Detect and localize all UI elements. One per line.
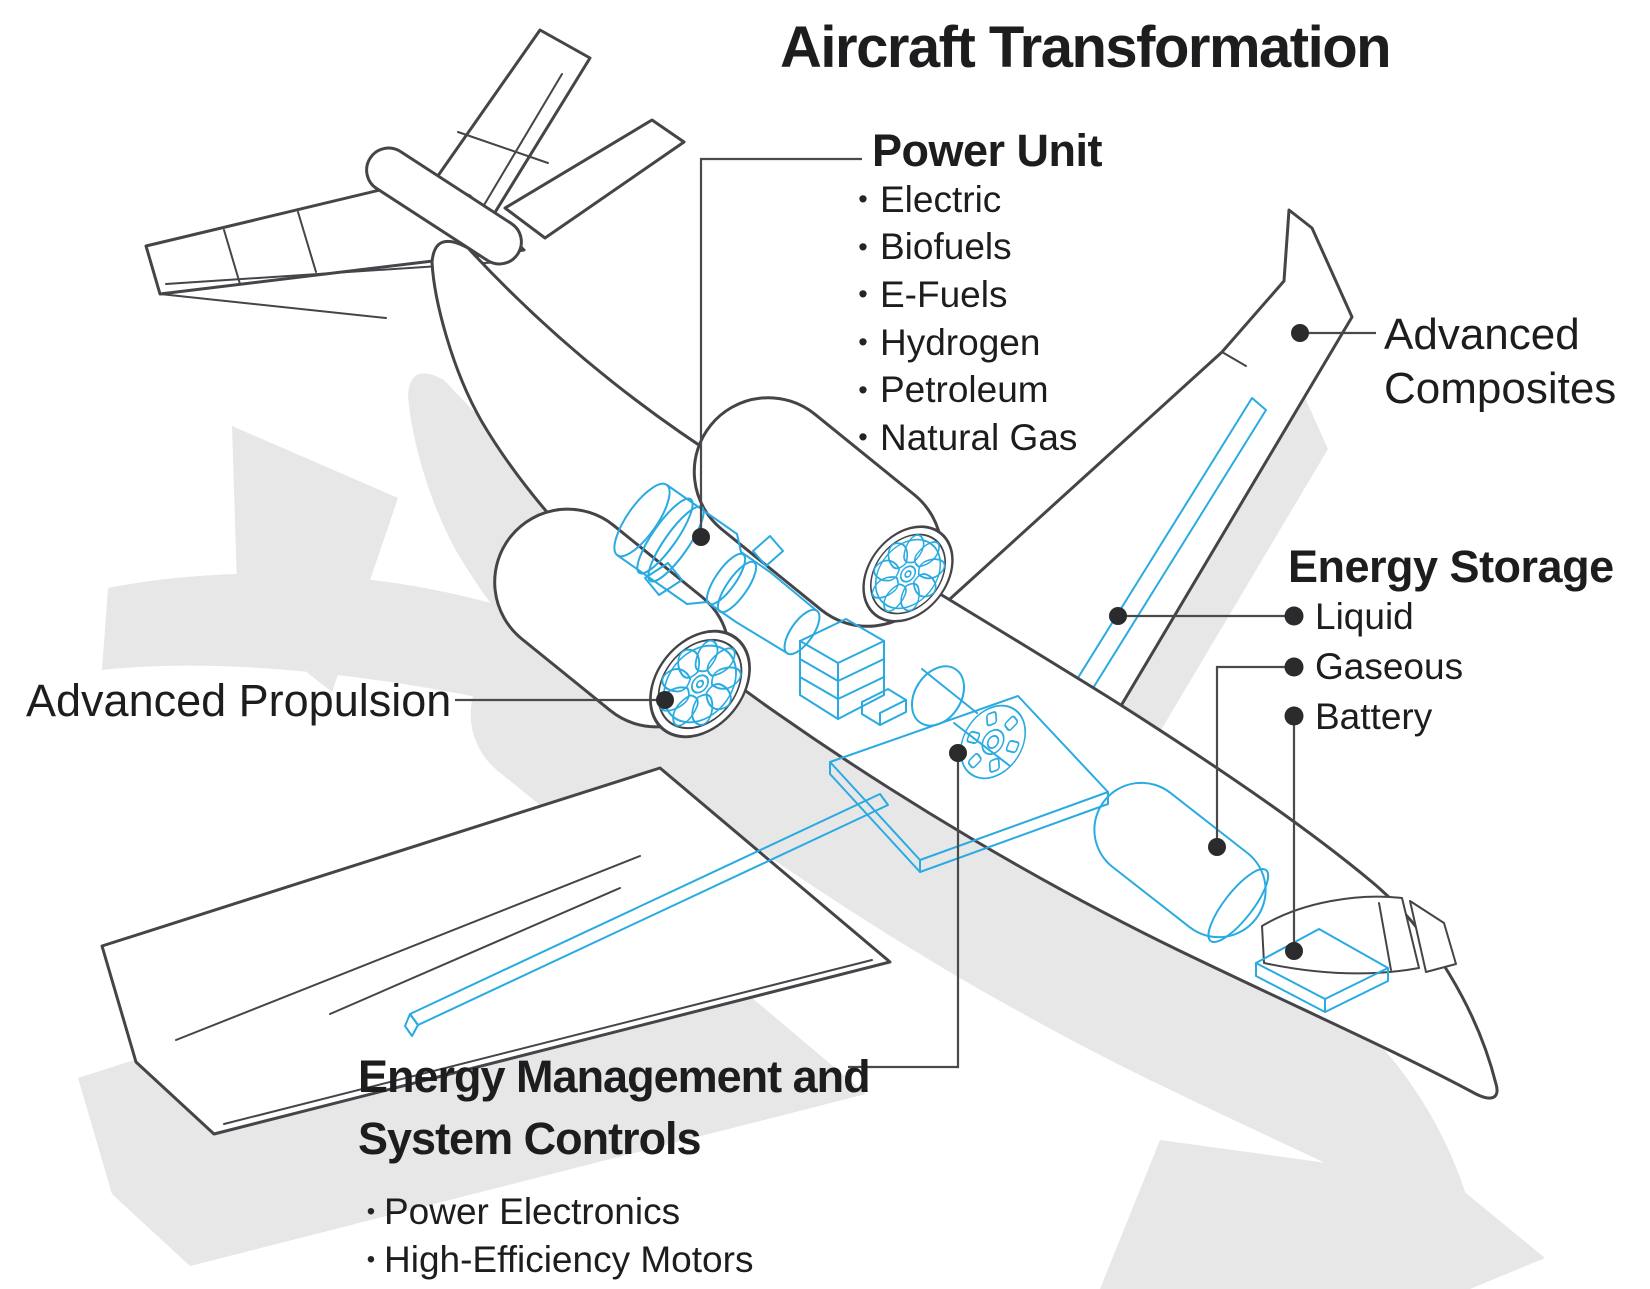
list-item: • High-Efficiency Motors	[358, 1236, 870, 1284]
engine-nacelle-lower	[493, 507, 772, 758]
energy-storage-list: Liquid Gaseous Battery	[1315, 592, 1614, 742]
list-item: Battery	[1315, 692, 1614, 742]
callout-advanced-propulsion	[455, 691, 674, 709]
power-unit-turbine	[613, 482, 821, 656]
bullet-icon: •	[858, 327, 868, 358]
list-item-label: Electric	[880, 178, 1002, 220]
list-item: • Electric	[846, 176, 1102, 224]
callout-liquid	[1109, 606, 1304, 626]
list-item: Liquid	[1315, 592, 1614, 642]
list-item: • Petroleum	[846, 366, 1102, 414]
energy-storage-label: Energy Storage Liquid Gaseous Battery	[1288, 542, 1614, 742]
tail-assembly	[144, 28, 686, 319]
list-item-label: Natural Gas	[880, 416, 1078, 458]
energy-management-line2: System Controls	[358, 1113, 702, 1164]
energy-management-list: • Power Electronics • High-Efficiency Moto…	[358, 1188, 870, 1284]
list-item-label: Biofuels	[880, 226, 1012, 268]
internal-systems	[613, 482, 1389, 1013]
power-unit-heading: Power Unit	[872, 125, 1103, 176]
list-item: • Natural Gas	[846, 414, 1102, 462]
mount-plate-upper	[752, 535, 784, 567]
left-wing	[100, 766, 892, 1136]
power-unit-label: Power Unit • Electric • Biofuels • E-Fuels …	[846, 126, 1102, 462]
energy-management-label: Energy Management and System Controls • P…	[358, 1046, 871, 1284]
list-item-label: Power Electronics	[384, 1191, 681, 1232]
bullet-icon: •	[366, 1246, 376, 1273]
tail-bullet-fairing	[365, 146, 523, 266]
callout-advanced-composites	[1291, 324, 1376, 342]
list-item: • Biofuels	[846, 224, 1102, 272]
airframe	[100, 28, 1499, 1136]
bullet-icon: •	[858, 231, 868, 262]
bullet-icon: •	[366, 1198, 376, 1225]
list-item-label: High-Efficiency Motors	[384, 1239, 754, 1280]
bullet-icon: •	[858, 279, 868, 310]
page-title: Aircraft Transformation	[780, 15, 1392, 80]
nose-battery-pack	[1255, 928, 1389, 1013]
advanced-composites-label: Advanced Composites	[1384, 308, 1616, 416]
power-unit-list: • Electric • Biofuels • E-Fuels • Hydrogen •…	[846, 176, 1102, 462]
mount-plate-lower	[644, 562, 683, 596]
electric-motor	[911, 665, 1027, 780]
bullet-icon: •	[858, 184, 868, 215]
left-wing-spar	[404, 793, 889, 1037]
advanced-propulsion-label: Advanced Propulsion	[26, 675, 452, 726]
bullet-icon: •	[858, 422, 868, 453]
bullet-icon: •	[858, 374, 868, 405]
list-item-label: Hydrogen	[880, 321, 1041, 363]
list-item: • Power Electronics	[358, 1188, 870, 1236]
right-stabilizer	[503, 118, 686, 240]
list-item-label: Liquid	[1315, 596, 1414, 637]
energy-storage-heading: Energy Storage	[1288, 541, 1614, 592]
engine-nacelle-upper	[692, 396, 973, 641]
list-item: • Hydrogen	[846, 319, 1102, 367]
advanced-composites-line1: Advanced	[1384, 310, 1580, 359]
list-item: • E-Fuels	[846, 271, 1102, 319]
advanced-composites-line2: Composites	[1384, 364, 1617, 413]
list-item: Gaseous	[1315, 642, 1614, 692]
power-electronics-stack	[799, 618, 907, 726]
list-item-label: Gaseous	[1315, 646, 1464, 687]
callouts	[455, 157, 1376, 1069]
callout-battery	[1284, 706, 1304, 960]
storage-tank	[1093, 781, 1270, 944]
energy-management-line1: Energy Management and	[358, 1051, 871, 1102]
list-item-label: Battery	[1315, 696, 1433, 737]
list-item-label: Petroleum	[880, 369, 1049, 411]
callout-energy-management	[848, 744, 967, 1069]
list-item-label: E-Fuels	[880, 273, 1008, 315]
callout-gaseous	[1208, 657, 1304, 856]
callout-power-unit	[692, 157, 862, 546]
